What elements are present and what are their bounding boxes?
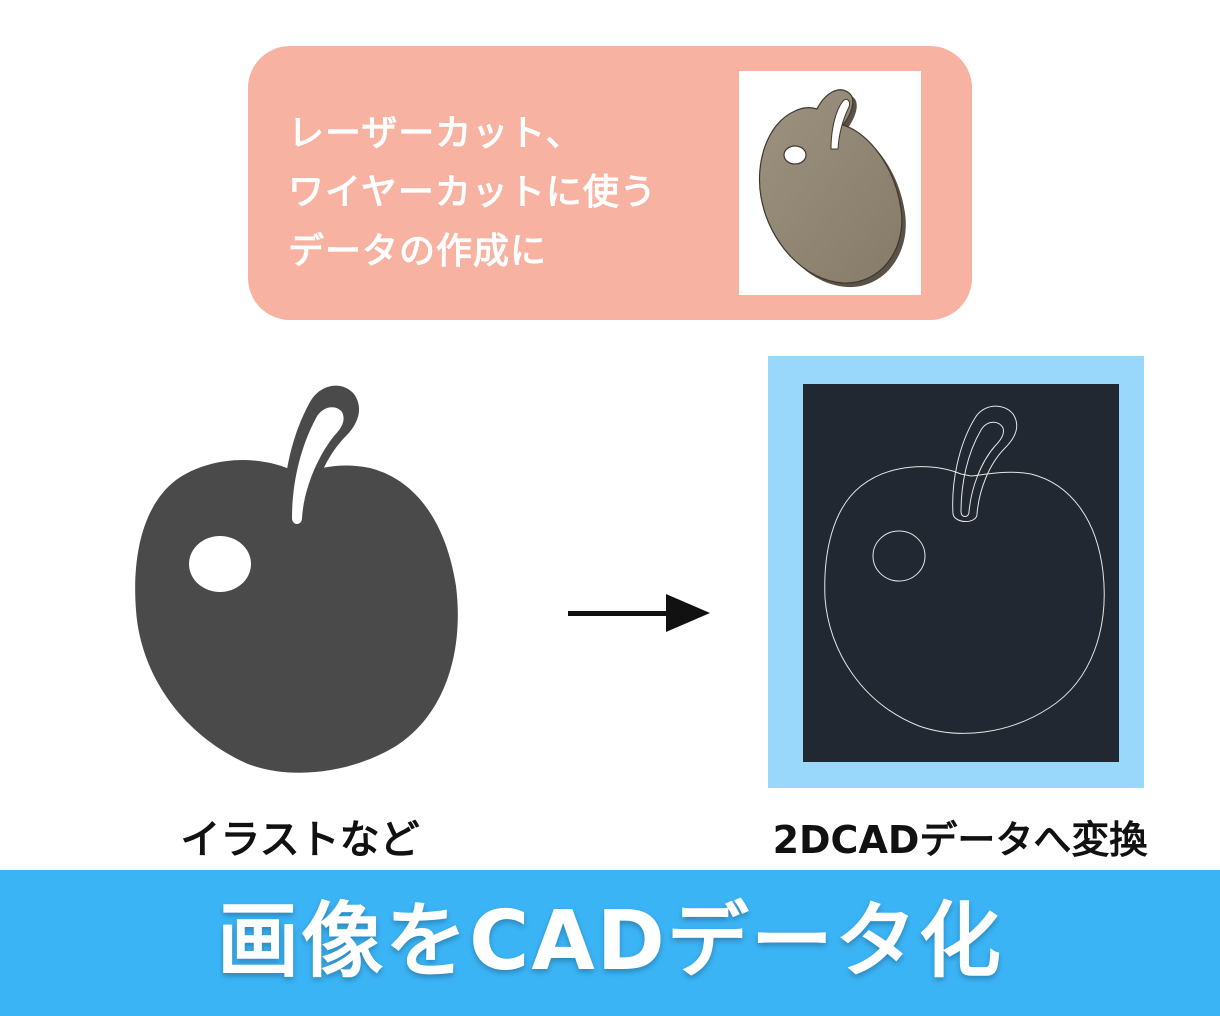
title-banner: 画像をCADデータ化 — [0, 870, 1220, 1016]
callout-text: レーザーカット、 ワイヤーカットに使う データの作成に — [288, 104, 728, 281]
callout-line-3: データの作成に — [288, 231, 548, 272]
cad-screen — [803, 384, 1119, 762]
callout-line-2: ワイヤーカットに使う — [288, 172, 657, 213]
cherry-outline-icon — [824, 405, 1105, 734]
callout-line-1: レーザーカット、 — [288, 113, 583, 154]
right-arrow-icon — [566, 590, 712, 636]
banner-title: 画像をCADデータ化 — [217, 894, 1003, 989]
info-callout: レーザーカット、 ワイヤーカットに使う データの作成に — [248, 46, 972, 320]
metal-plate-3d-icon — [739, 71, 921, 295]
caption-illustration: イラストなど — [180, 817, 420, 863]
cherry-silhouette-icon — [120, 372, 472, 780]
cad-preview-frame — [768, 356, 1144, 788]
caption-cad-conversion: 2DCADデータへ変換 — [772, 818, 1148, 862]
